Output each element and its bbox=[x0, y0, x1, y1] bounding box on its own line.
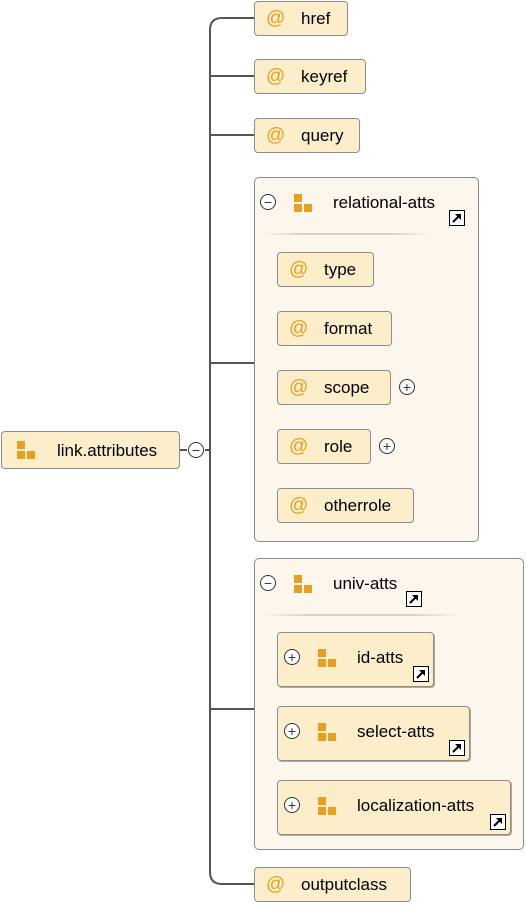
attribute-icon: @ bbox=[266, 124, 286, 146]
attribute-scope[interactable]: @ scope bbox=[277, 370, 391, 405]
group-icon bbox=[318, 797, 338, 817]
attribute-icon: @ bbox=[289, 258, 309, 280]
id-atts-label: id-atts bbox=[357, 648, 404, 667]
attribute-format[interactable]: @ format bbox=[277, 311, 392, 346]
root-collapse-toggle[interactable]: − bbox=[188, 442, 204, 458]
attribute-type[interactable]: @ type bbox=[277, 252, 374, 287]
group-icon bbox=[294, 575, 314, 595]
group-ref-select-atts[interactable]: + select-atts bbox=[277, 706, 470, 761]
reference-link-icon[interactable] bbox=[449, 210, 465, 226]
attribute-label: role bbox=[324, 436, 353, 456]
attribute-otherrole[interactable]: @ otherrole bbox=[277, 488, 414, 523]
attribute-role[interactable]: @ role bbox=[277, 429, 371, 464]
attribute-icon: @ bbox=[289, 317, 309, 339]
reference-link-icon[interactable] bbox=[406, 591, 422, 607]
attribute-outputclass[interactable]: @ outputclass bbox=[254, 867, 411, 902]
univ-collapse-toggle[interactable]: − bbox=[260, 575, 276, 591]
id-atts-expand-toggle[interactable]: + bbox=[284, 649, 300, 665]
select-atts-label: select-atts bbox=[357, 722, 435, 741]
group-separator bbox=[261, 614, 461, 616]
scope-expand-toggle[interactable]: + bbox=[399, 379, 415, 395]
group-icon bbox=[318, 649, 338, 669]
attribute-label: type bbox=[324, 259, 357, 279]
attribute-label: format bbox=[324, 318, 373, 338]
attribute-label: otherrole bbox=[324, 495, 392, 515]
group-icon bbox=[17, 441, 37, 461]
attribute-query[interactable]: @ query bbox=[254, 118, 360, 153]
root-label: link.attributes bbox=[57, 441, 158, 460]
attribute-href[interactable]: @ href bbox=[254, 1, 348, 36]
attribute-label: outputclass bbox=[301, 874, 387, 894]
group-icon bbox=[294, 194, 314, 214]
attribute-icon: @ bbox=[266, 65, 286, 87]
group-ref-localization-atts[interactable]: + localization-atts bbox=[277, 780, 511, 835]
attribute-icon: @ bbox=[289, 494, 309, 516]
attribute-icon: @ bbox=[289, 435, 309, 457]
group-icon bbox=[318, 723, 338, 743]
reference-link-icon[interactable] bbox=[413, 666, 429, 682]
role-expand-toggle[interactable]: + bbox=[379, 438, 395, 454]
attribute-keyref[interactable]: @ keyref bbox=[254, 59, 366, 94]
attribute-label: scope bbox=[324, 377, 370, 397]
attribute-icon: @ bbox=[266, 7, 286, 29]
reference-link-icon[interactable] bbox=[449, 740, 465, 756]
group-separator bbox=[261, 233, 431, 235]
root-group-link-attributes[interactable]: link.attributes bbox=[1, 431, 180, 469]
attribute-label: keyref bbox=[301, 66, 348, 86]
relational-label: relational-atts bbox=[333, 193, 436, 212]
attribute-label: href bbox=[301, 8, 331, 28]
group-ref-id-atts[interactable]: + id-atts bbox=[277, 632, 434, 687]
univ-label: univ-atts bbox=[333, 574, 398, 593]
select-atts-expand-toggle[interactable]: + bbox=[284, 723, 300, 739]
attribute-icon: @ bbox=[266, 873, 286, 895]
relational-collapse-toggle[interactable]: − bbox=[260, 194, 276, 210]
attribute-label: query bbox=[301, 125, 344, 145]
reference-link-icon[interactable] bbox=[490, 814, 506, 830]
localization-atts-expand-toggle[interactable]: + bbox=[284, 797, 300, 813]
attribute-icon: @ bbox=[289, 376, 309, 398]
localization-atts-label: localization-atts bbox=[357, 796, 475, 815]
group-relational-atts[interactable]: − relational-atts bbox=[254, 177, 479, 542]
